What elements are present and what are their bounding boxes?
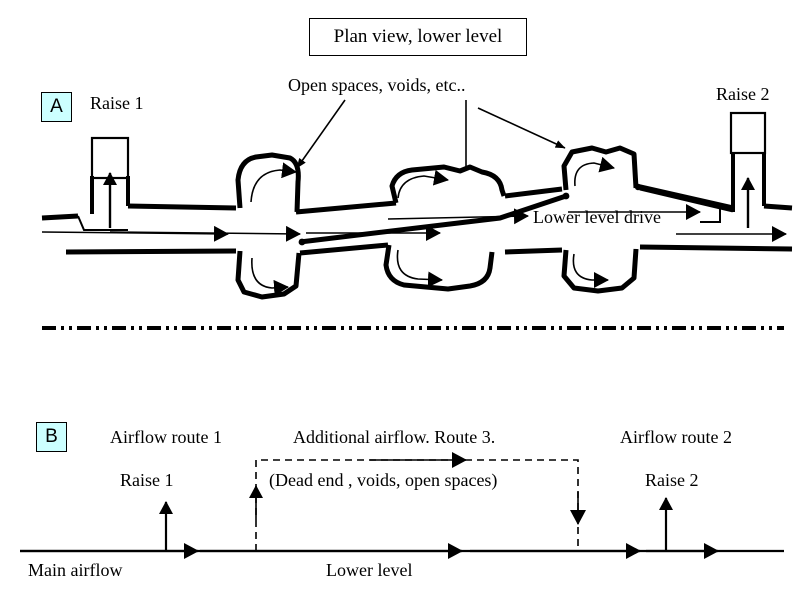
void-3-lower-outline (561, 248, 639, 294)
airflow-route-2-label: Airflow route 2 (620, 427, 732, 447)
void-1-airflow (250, 162, 297, 296)
lower-level-label: Lower level (326, 560, 413, 580)
raise-2-label-panel-a: Raise 2 (716, 84, 770, 104)
leader-line-left (296, 99, 346, 169)
raise-1-label-panel-a: Raise 1 (90, 93, 144, 113)
panel-a-badge-label: A (50, 96, 63, 117)
panel-b-badge: B (36, 422, 67, 452)
upper-wall-seg-5 (763, 203, 793, 211)
route-3-path-arrows (249, 452, 586, 525)
void-1-upper-outline (235, 152, 301, 213)
void-2-airflow (396, 169, 449, 288)
title-box: Plan view, lower level (309, 18, 527, 56)
raise-2-box (729, 111, 767, 155)
voids-leader-lines (296, 99, 566, 179)
raise-1-box (90, 136, 130, 180)
bypass-node-left (298, 238, 306, 246)
void-1-upper-swirl (250, 162, 297, 203)
route-3-sub-label: (Dead end , voids, open spaces) (269, 470, 498, 490)
drive-airflow-arrows (41, 204, 787, 242)
raise-1-foot-connector (77, 215, 128, 231)
panel-a-badge: A (41, 92, 72, 122)
lower-wall-seg-3 (639, 244, 793, 252)
raise-2-label-panel-b: Raise 2 (645, 470, 699, 490)
route-3-path-outline (255, 459, 579, 551)
drive-bypass-connectors (77, 183, 734, 246)
route-3-title-label: Additional airflow. Route 3. (293, 427, 496, 447)
bypass-node-right (562, 192, 570, 200)
drive-lower-wall (65, 242, 793, 256)
raise-2-structure (729, 111, 767, 228)
voids-annotation-label: Open spaces, voids, etc.. (288, 75, 466, 95)
main-airflow-label: Main airflow (28, 560, 123, 580)
panel-b-raise-arrows (159, 497, 673, 551)
bypass-upper-connector (299, 193, 567, 245)
panel-b-badge-label: B (45, 426, 58, 447)
drive-arrow-2 (109, 225, 301, 242)
raise-1-label-panel-b: Raise 1 (120, 470, 174, 490)
bypass-right-connector (635, 183, 734, 211)
lower-wall-seg-1 (299, 242, 389, 256)
void-2-upper-outline (389, 164, 507, 204)
title-box-label: Plan view, lower level (333, 26, 503, 47)
upper-wall-seg-1 (127, 203, 237, 211)
void-2-lower-swirl (396, 249, 443, 288)
void-1-outline (235, 152, 302, 300)
airflow-route-1-label: Airflow route 1 (110, 427, 222, 447)
void-3-upper-swirl (574, 156, 615, 187)
void-2-upper-swirl (397, 169, 449, 199)
upper-wall-seg-2 (295, 200, 397, 215)
route-3-dashed-path (255, 459, 579, 551)
leader-line-right (477, 107, 566, 149)
void-3-lower-swirl (572, 253, 609, 288)
raise-2-foot-connector (700, 206, 721, 223)
lower-wall-seg-0 (65, 248, 237, 255)
bypass-node-right2 (634, 183, 642, 191)
upper-wall-seg-3 (504, 186, 563, 199)
void-1-lower-swirl (251, 257, 289, 296)
lower-wall-seg-2 (504, 247, 563, 255)
raise-1-structure (90, 136, 130, 228)
void-2-lower-outline (383, 244, 495, 292)
void-3-airflow (572, 156, 615, 288)
upper-wall-seg-0 (41, 213, 79, 221)
void-1-lower-outline (235, 250, 302, 300)
